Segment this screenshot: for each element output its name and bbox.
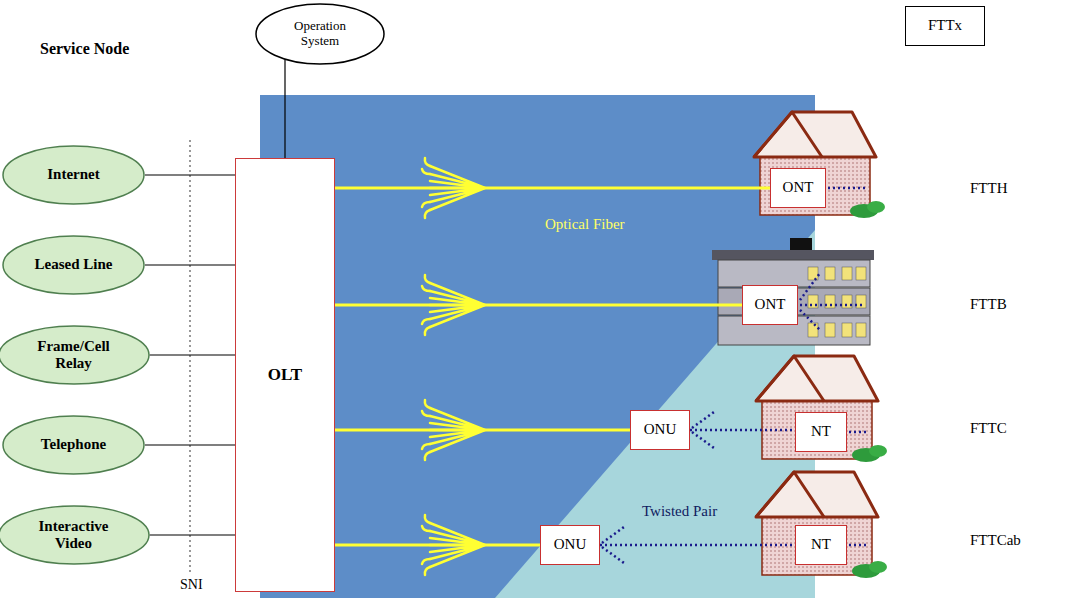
- house: [756, 472, 887, 578]
- medium-label: Twisted Pair: [642, 503, 717, 520]
- management-link: [284, 60, 285, 158]
- node-text: NT: [811, 536, 831, 553]
- operation-system: Operation System: [255, 3, 385, 65]
- optical-fiber: [335, 429, 630, 432]
- service-link: [145, 444, 235, 445]
- node-text: Frame/Cell Relay: [24, 338, 124, 373]
- group-title: Service Node: [40, 40, 129, 58]
- ellipse-shape: [3, 146, 144, 204]
- service-node: Interactive Video: [0, 505, 150, 565]
- node-text: Interactive Video: [24, 518, 124, 553]
- node-text: ONU: [554, 536, 587, 553]
- optical-fiber: [335, 187, 770, 190]
- service-node: Leased Line: [2, 235, 145, 295]
- service-node: Telephone: [2, 415, 145, 475]
- house: [756, 356, 887, 462]
- house: [754, 112, 885, 218]
- sni-line: [189, 140, 190, 572]
- node-text: OLT: [268, 365, 302, 385]
- olt-box: OLT: [235, 158, 335, 592]
- node-text: Operation System: [280, 19, 360, 49]
- node-text: ONT: [755, 296, 786, 313]
- service-link: [145, 264, 235, 265]
- medium-label: Optical Fiber: [545, 216, 625, 233]
- nt-box: NT: [795, 525, 847, 565]
- ellipse-shape: [256, 4, 384, 64]
- ellipse-shape: [3, 416, 144, 474]
- service-node: Internet: [2, 145, 145, 205]
- ont-box: ONT: [770, 168, 826, 208]
- service-node: Frame/Cell Relay: [0, 325, 150, 385]
- network-area: [260, 95, 815, 598]
- node-text: ONU: [644, 421, 677, 438]
- ellipse-shape: [3, 236, 144, 294]
- service-link: [145, 174, 235, 175]
- node-text: NT: [811, 423, 831, 440]
- node-text: Leased Line: [35, 256, 113, 273]
- legend-box: FTTx: [905, 6, 985, 46]
- node-text: ONT: [783, 179, 814, 196]
- ellipse-shape: [0, 506, 149, 564]
- service-link: [150, 354, 236, 355]
- twisted-pair: [690, 429, 795, 432]
- nt-box: NT: [795, 412, 847, 452]
- access-type: FTTB: [970, 296, 1007, 313]
- office-building: [712, 238, 874, 345]
- optical-fiber: [335, 544, 540, 547]
- ellipse-shape: [0, 326, 149, 384]
- interface-label: SNI: [180, 577, 203, 593]
- onu-box: ONU: [630, 410, 690, 450]
- access-type: FTTH: [970, 180, 1008, 197]
- twisted-pair: [600, 544, 795, 547]
- access-type: FTTCab: [970, 532, 1021, 549]
- node-text: FTTx: [928, 17, 962, 34]
- house-wiring: [602, 188, 868, 563]
- optical-fiber: [335, 304, 742, 307]
- service-link: [150, 534, 236, 535]
- node-text: Telephone: [41, 436, 106, 453]
- access-type: FTTC: [970, 420, 1007, 437]
- onu-box: ONU: [540, 525, 600, 565]
- node-text: Internet: [47, 166, 100, 183]
- ont-box: ONT: [742, 285, 798, 325]
